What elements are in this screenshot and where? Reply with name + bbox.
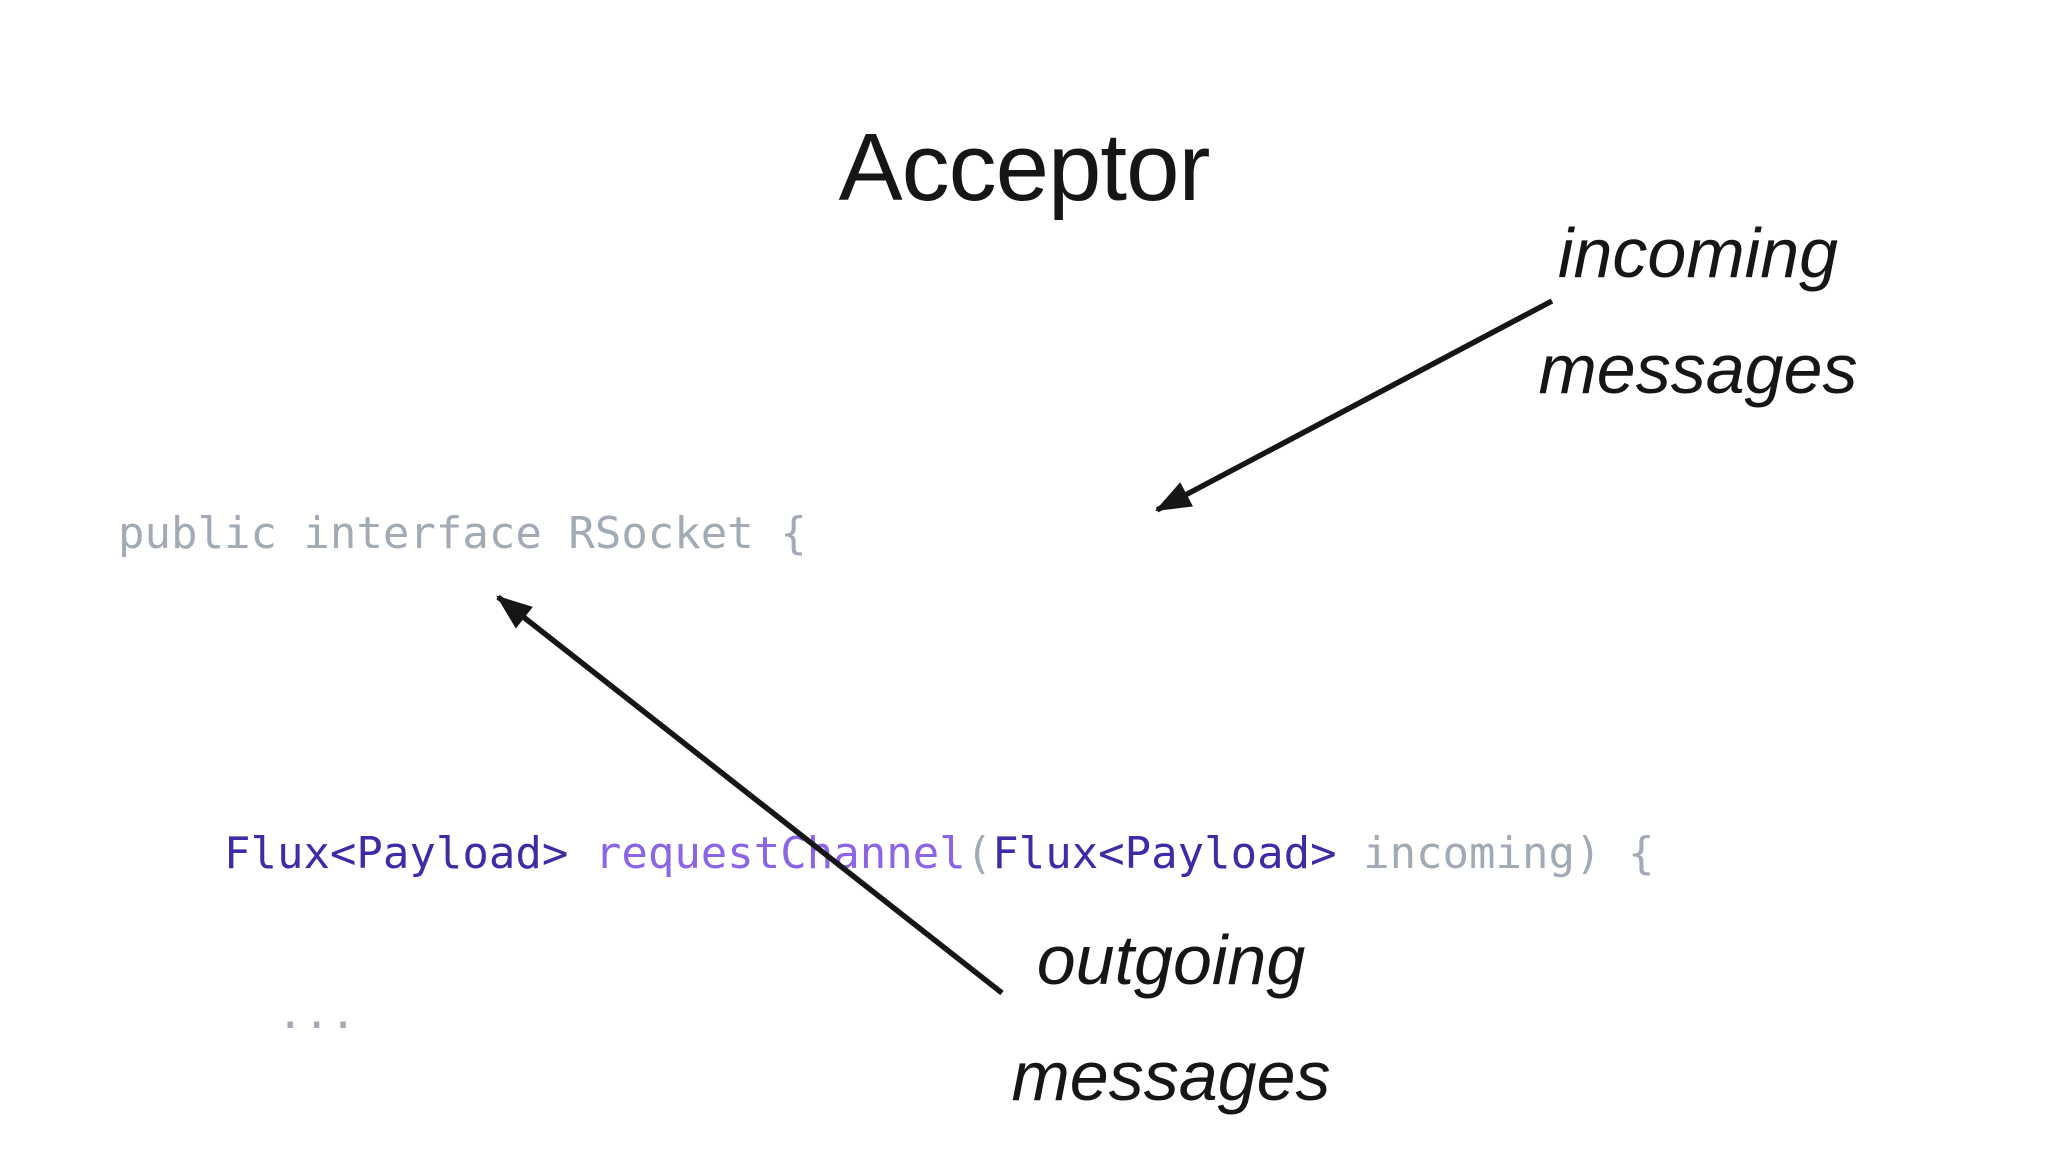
code-token-ellipsis: ...	[118, 988, 357, 1039]
code-token-indent	[118, 828, 224, 879]
incoming-label-line1: incoming	[1557, 214, 1839, 292]
code-token-method-close-brace: }	[118, 1148, 251, 1152]
code-token-interface-declaration: public interface RSocket {	[118, 508, 807, 559]
code-token-return-type: Flux<Payload>	[223, 828, 569, 879]
outgoing-messages-label: outgoing messages	[921, 902, 1421, 1134]
incoming-label-line2: messages	[1538, 330, 1858, 408]
code-token-param-type: Flux<Payload>	[992, 828, 1337, 879]
code-line-interface-declaration: public interface RSocket {	[118, 505, 1654, 563]
code-token-space	[568, 828, 595, 879]
code-block: public interface RSocket { Flux<Payload>…	[118, 403, 1654, 1152]
outgoing-label-line2: messages	[1011, 1037, 1331, 1115]
code-line-blank	[118, 665, 1654, 723]
outgoing-label-line1: outgoing	[1036, 921, 1306, 999]
code-line-method-signature: Flux<Payload> requestChannel(Flux<Payloa…	[118, 825, 1655, 883]
code-token-method-name: requestChannel	[594, 828, 966, 879]
incoming-messages-label: incoming messages	[1448, 195, 1948, 427]
slide-title: Acceptor	[838, 114, 1211, 221]
code-token-param-name: incoming) {	[1336, 828, 1655, 879]
code-line-ellipsis: ...	[118, 985, 1654, 1043]
code-token-open-paren: (	[965, 828, 993, 879]
code-line-method-close-brace: }	[118, 1145, 1654, 1152]
